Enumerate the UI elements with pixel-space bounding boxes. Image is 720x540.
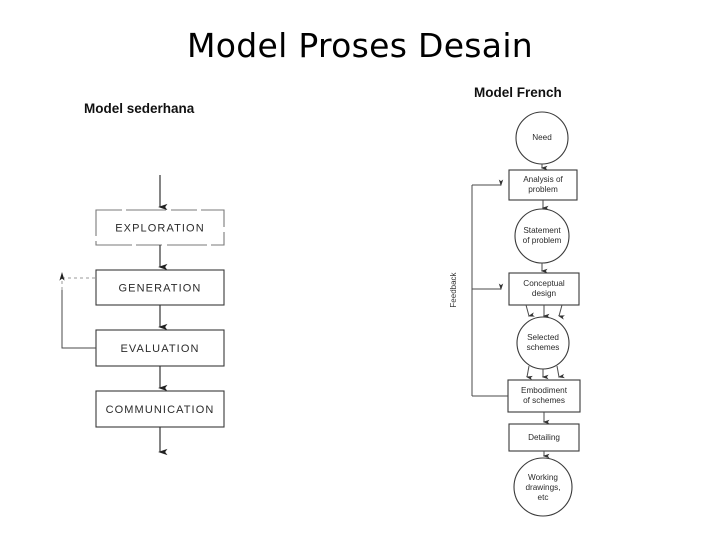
- node-working-label-line2: drawings,: [525, 483, 560, 492]
- node-communication-label: COMMUNICATION: [106, 404, 215, 416]
- node-conceptual: Conceptual design: [508, 272, 580, 306]
- node-generation-label: GENERATION: [119, 282, 202, 294]
- node-analysis-label-line1: Analysis of: [523, 175, 563, 184]
- node-detailing-label: Detailing: [528, 433, 560, 442]
- edge-conceptual-to-selected: [525, 304, 565, 320]
- node-analysis: Analysis of problem: [508, 169, 578, 201]
- node-working-label-line3: etc: [538, 493, 549, 502]
- node-generation: GENERATION: [95, 269, 225, 306]
- node-exploration: EXPLORATION: [95, 209, 225, 246]
- node-detailing: Detailing: [508, 423, 580, 452]
- node-statement-label-line2: of problem: [523, 236, 562, 245]
- node-analysis-label-line2: problem: [528, 185, 558, 194]
- node-need: Need: [515, 111, 569, 165]
- node-embodiment-label-line2: of schemes: [523, 396, 565, 405]
- node-statement: Statement of problem: [514, 208, 570, 264]
- node-selected-label-line1: Selected: [527, 333, 559, 342]
- node-evaluation-label: EVALUATION: [120, 343, 199, 355]
- feedback-label: Feedback: [449, 271, 458, 307]
- node-working-label-line1: Working: [528, 473, 558, 482]
- node-conceptual-label-line2: design: [532, 289, 557, 298]
- node-embodiment: Embodiment of schemes: [507, 379, 581, 413]
- node-communication: COMMUNICATION: [95, 390, 225, 428]
- node-selected-label-line2: schemes: [527, 343, 560, 352]
- page-title: Model Proses Desain: [186, 26, 533, 65]
- node-exploration-label: EXPLORATION: [115, 222, 205, 234]
- right-diagram-label: Model French: [474, 85, 562, 100]
- node-statement-label-line1: Statement: [523, 226, 561, 235]
- node-need-label: Need: [532, 133, 552, 142]
- edge-feedback-loop: [59, 272, 96, 349]
- node-embodiment-label-line1: Embodiment: [521, 386, 568, 395]
- left-diagram-label: Model sederhana: [84, 101, 195, 116]
- french-model-flowchart: Need Analysis of problem Statement of pr…: [430, 100, 680, 520]
- node-working-drawings: Working drawings, etc: [513, 457, 573, 517]
- simple-model-flowchart: EXPLORATION GENERATION EVALUATION COMMUN…: [40, 150, 300, 480]
- node-conceptual-label-line1: Conceptual: [523, 279, 565, 288]
- node-evaluation: EVALUATION: [95, 329, 225, 367]
- edge-feedback-spine: [471, 179, 508, 397]
- node-selected: Selected schemes: [516, 316, 570, 370]
- edge-selected-to-embodiment: [525, 365, 565, 381]
